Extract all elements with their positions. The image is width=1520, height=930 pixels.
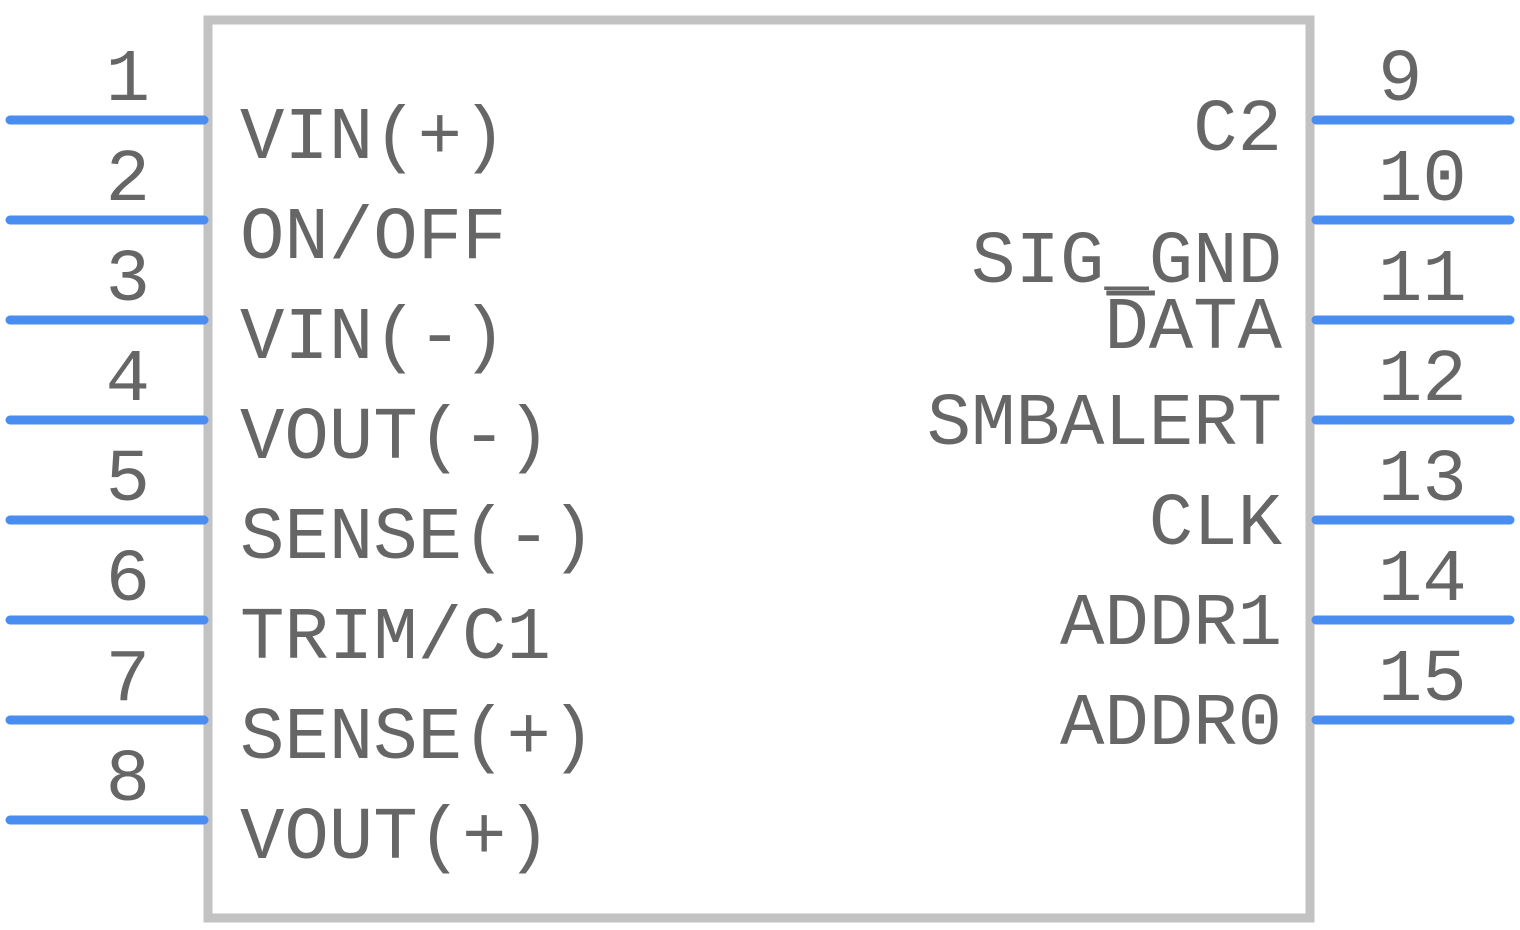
pin-4-name: VOUT(-) (240, 397, 551, 481)
pin-6-number: 6 (106, 539, 150, 623)
component-body-outline (203, 15, 1315, 923)
pin-7-number: 7 (106, 639, 150, 723)
pin-11-number: 11 (1378, 239, 1467, 323)
pin-1-number: 1 (106, 39, 150, 123)
pin-2-name: ON/OFF (240, 197, 506, 281)
pin-10-number: 10 (1378, 139, 1467, 223)
pin-15-name: ADDR0 (1060, 683, 1282, 767)
pin-14-name: ADDR1 (1060, 583, 1282, 667)
pin-2-number: 2 (106, 139, 150, 223)
pin-8-name: VOUT(+) (240, 797, 551, 881)
pin-7-name: SENSE(+) (240, 697, 595, 781)
pin-3-number: 3 (106, 239, 150, 323)
pin-15-number: 15 (1378, 639, 1467, 723)
pin-3-name: VIN(-) (240, 297, 506, 381)
pin-11-name: DATA (1104, 287, 1282, 371)
pin-13-number: 13 (1378, 439, 1467, 523)
pin-4-number: 4 (106, 339, 150, 423)
pin-13-name: CLK (1149, 483, 1283, 567)
pin-12-number: 12 (1378, 339, 1467, 423)
pin-5-number: 5 (106, 439, 150, 523)
pin-12-name: SMBALERT (927, 383, 1282, 467)
pin-14-number: 14 (1378, 539, 1467, 623)
pin-6-name: TRIM/C1 (240, 597, 551, 681)
pin-9-number: 9 (1378, 39, 1422, 123)
pin-8-number: 8 (106, 739, 150, 823)
pin-1-name: VIN(+) (240, 97, 506, 181)
pin-9-name: C2 (1193, 89, 1282, 173)
pin-5-name: SENSE(-) (240, 497, 595, 581)
